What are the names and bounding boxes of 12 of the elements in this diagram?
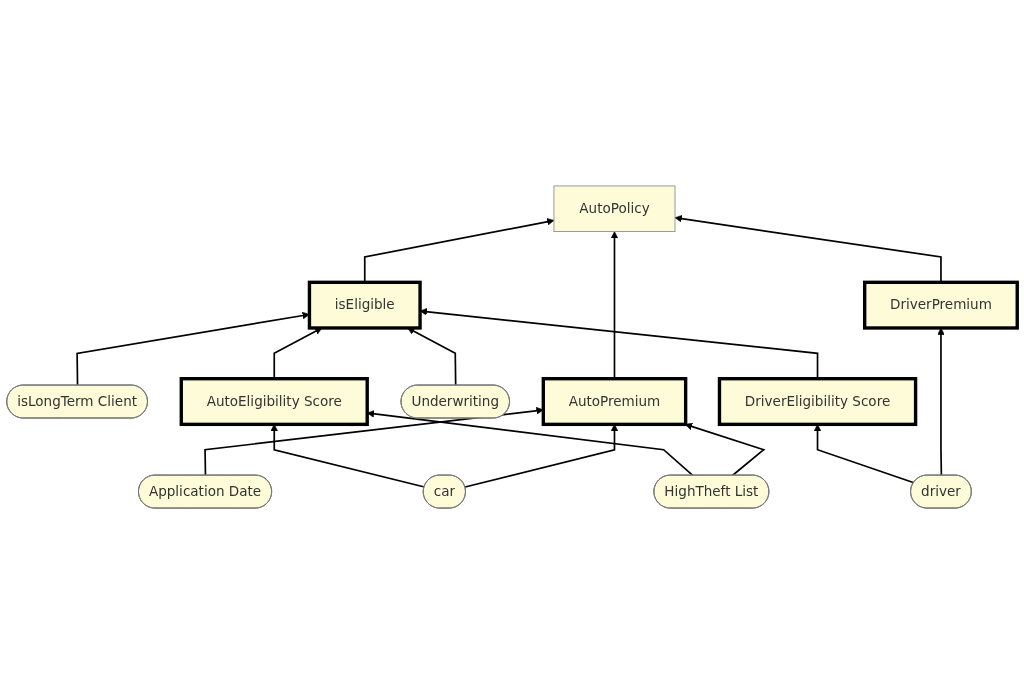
arrow xyxy=(813,424,915,484)
node-box: AutoPolicy xyxy=(553,185,676,232)
arrow xyxy=(407,327,457,387)
node-box: AutoPremium xyxy=(541,377,688,427)
node-box: isEligible xyxy=(307,280,422,330)
node-box: DriverEligibility Score xyxy=(717,377,918,427)
node-box: DriverPremium xyxy=(863,280,1019,330)
arrow xyxy=(937,327,945,477)
arrow xyxy=(684,422,766,477)
node-box: AutoEligibility Score xyxy=(179,377,369,427)
arrow xyxy=(464,424,619,488)
arrow xyxy=(270,424,426,488)
